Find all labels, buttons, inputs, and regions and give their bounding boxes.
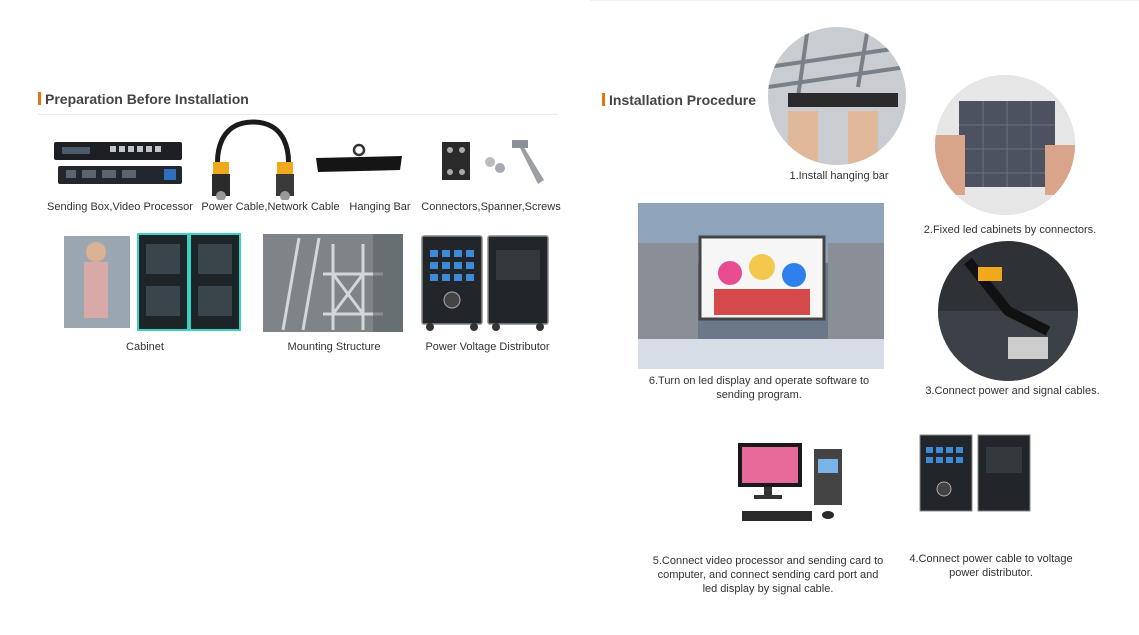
step3-image: [938, 241, 1078, 381]
cabinet-image: [64, 230, 242, 334]
preparation-title: Preparation Before Installation: [38, 91, 249, 107]
caption-mounting-structure: Mounting Structure: [287, 341, 381, 353]
procedure-panel: Installation Procedure 1.Install hanging…: [590, 0, 1139, 635]
step2-caption: 2.Fixed led cabinets by connectors.: [923, 224, 1097, 236]
caption-hanging-bar: Hanging Bar: [349, 201, 411, 213]
caption-power-distributor: Power Voltage Distributor: [425, 341, 550, 353]
step6-image: [638, 203, 884, 369]
step5-image: [724, 415, 860, 551]
step1-caption: 1.Install hanging bar: [789, 170, 889, 182]
accent-bar: [38, 92, 41, 105]
step4-caption: 4.Connect power cable to voltage power d…: [909, 553, 1073, 579]
video-processor-image: [52, 138, 187, 190]
step3-caption: 3.Connect power and signal cables.: [925, 385, 1100, 397]
hanging-bar-image: [312, 142, 406, 176]
accent-bar: [602, 93, 605, 106]
caption-cabinet: Cabinet: [126, 341, 164, 353]
connectors-image: [438, 134, 556, 190]
cable-image: [203, 118, 303, 200]
step4-image: [904, 405, 1046, 547]
step6-caption: 6.Turn on led display and operate softwa…: [648, 375, 870, 401]
mounting-structure-image: [263, 234, 403, 332]
preparation-panel: Preparation Before Installation Sending …: [38, 91, 561, 353]
caption-connectors: Connectors,Spanner,Screws: [421, 201, 561, 213]
power-distributor-image: [420, 234, 550, 332]
step2-image: [935, 75, 1075, 215]
divider: [38, 114, 558, 115]
step1-image: [768, 27, 906, 165]
caption-video-processor: Sending Box,Video Processor: [47, 201, 193, 213]
step5-caption: 5.Connect video processor and sending ca…: [652, 555, 884, 595]
caption-cable: Power Cable,Network Cable: [201, 201, 340, 213]
procedure-title: Installation Procedure: [602, 92, 756, 108]
